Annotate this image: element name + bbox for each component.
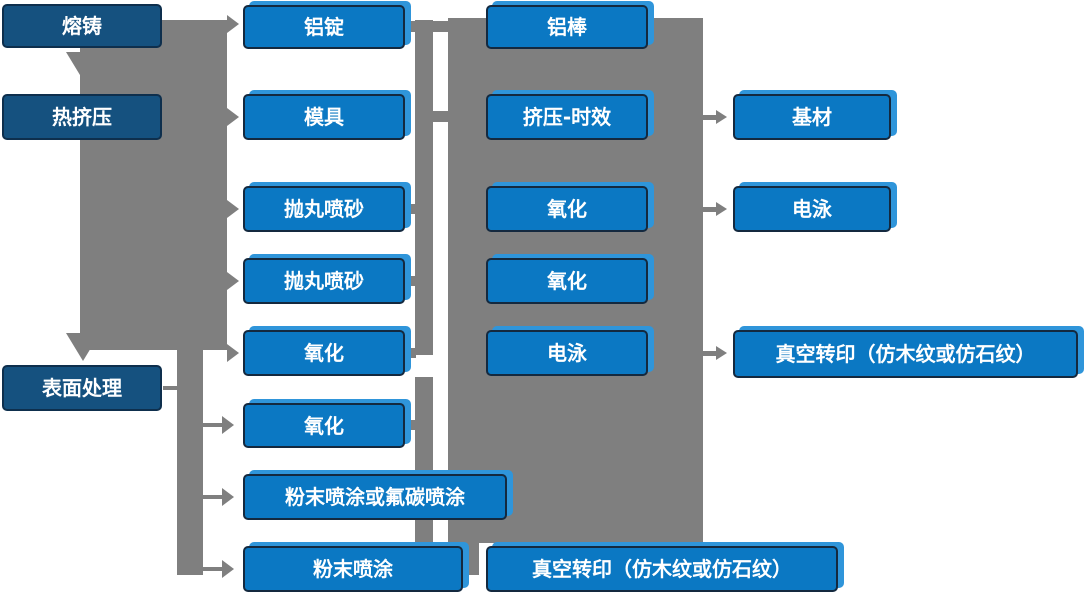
node-label: 热挤压 — [52, 105, 112, 129]
arrow-to-substrate — [716, 110, 727, 124]
node-label: 铝棒 — [547, 15, 587, 39]
node-label: 粉末喷涂 — [313, 557, 393, 581]
node-label: 氧化 — [304, 341, 344, 365]
arrow-to-shot-blasting-1 — [227, 200, 239, 218]
node-shot-blasting-1: 抛丸喷砂 — [243, 186, 405, 232]
arrow-down-to-surface-treatment — [66, 333, 100, 361]
node-powder-or-fluorocarbon: 粉末喷涂或氟碳喷涂 — [243, 474, 507, 520]
connector-stub-row2 — [431, 111, 448, 122]
node-hot-extrusion: 热挤压 — [2, 94, 162, 140]
arrow-to-oxidation-2b — [222, 416, 234, 434]
node-label: 基材 — [792, 105, 832, 129]
node-oxidation-3a: 氧化 — [486, 186, 648, 232]
arrow-to-oxidation-2a — [227, 344, 239, 362]
node-vacuum-transfer-right: 真空转印（仿木纹或仿石纹） — [733, 330, 1078, 378]
arrow-to-powder-coating — [222, 560, 234, 578]
node-label: 铝锭 — [304, 15, 344, 39]
node-electrophoresis-3: 电泳 — [486, 330, 648, 376]
arrow-to-shot-blasting-2 — [227, 272, 239, 290]
arrow-shaft-oxidation-2b — [203, 423, 223, 427]
arrow-shaft-powder-coating — [203, 567, 223, 571]
node-label: 氧化 — [304, 413, 344, 438]
node-label: 抛丸喷砂 — [284, 269, 364, 293]
node-mold: 模具 — [243, 94, 405, 140]
arrow-down-to-hot-extrusion — [66, 52, 100, 80]
arrow-shaft-electrophoresis-4 — [703, 207, 717, 212]
node-label: 粉末喷涂或氟碳喷涂 — [285, 485, 465, 509]
node-label: 氧化 — [547, 197, 587, 221]
connector-stub-row4 — [402, 276, 416, 286]
node-oxidation-2b: 氧化 — [243, 403, 405, 448]
node-shot-blasting-2: 抛丸喷砂 — [243, 258, 405, 304]
arrow-to-vacuum-transfer-right — [716, 346, 727, 360]
node-label: 真空转印（仿木纹或仿石纹） — [775, 342, 1036, 366]
connector-bar-left — [177, 348, 203, 575]
node-aluminum-ingot: 铝锭 — [243, 5, 405, 49]
connector-link-surface-treatment — [163, 386, 179, 390]
node-label: 挤压-时效 — [522, 105, 612, 129]
arrow-shaft-vacuum-transfer-right — [703, 351, 717, 356]
node-aluminum-rod: 铝棒 — [486, 5, 648, 49]
node-substrate: 基材 — [733, 94, 891, 140]
connector-stub-row5 — [402, 348, 416, 358]
node-oxidation-3b: 氧化 — [486, 258, 648, 304]
node-label: 氧化 — [547, 269, 587, 293]
node-label: 模具 — [304, 105, 344, 129]
arrow-shaft-powder-fluorocarbon — [203, 495, 223, 499]
node-powder-coating: 粉末喷涂 — [243, 546, 463, 592]
node-surface-treatment: 表面处理 — [2, 365, 162, 411]
node-vacuum-transfer-bottom: 真空转印（仿木纹或仿石纹） — [486, 546, 838, 592]
node-extrusion-aging: 挤压-时效 — [486, 94, 648, 140]
node-label: 电泳 — [547, 341, 587, 365]
node-electrophoresis-4: 电泳 — [733, 186, 891, 232]
arrow-to-electrophoresis-4 — [716, 202, 727, 216]
node-label: 抛丸喷砂 — [284, 197, 364, 221]
node-label: 熔铸 — [62, 14, 102, 38]
node-label: 表面处理 — [42, 376, 122, 400]
arrow-to-aluminum-ingot — [227, 15, 239, 33]
node-label: 真空转印（仿木纹或仿石纹） — [532, 557, 792, 581]
connector-bar-mid-top — [415, 20, 433, 355]
node-oxidation-2a: 氧化 — [243, 330, 405, 376]
node-label: 电泳 — [792, 197, 832, 221]
arrow-to-powder-fluorocarbon — [222, 488, 234, 506]
connector-stub-row3 — [402, 204, 416, 214]
node-melting-casting: 熔铸 — [2, 4, 162, 48]
connector-stub-row1 — [407, 21, 448, 32]
connector-main-band — [80, 20, 227, 350]
arrow-shaft-substrate — [703, 115, 717, 120]
connector-stub-row6 — [402, 420, 416, 430]
arrow-to-mold — [227, 108, 239, 126]
